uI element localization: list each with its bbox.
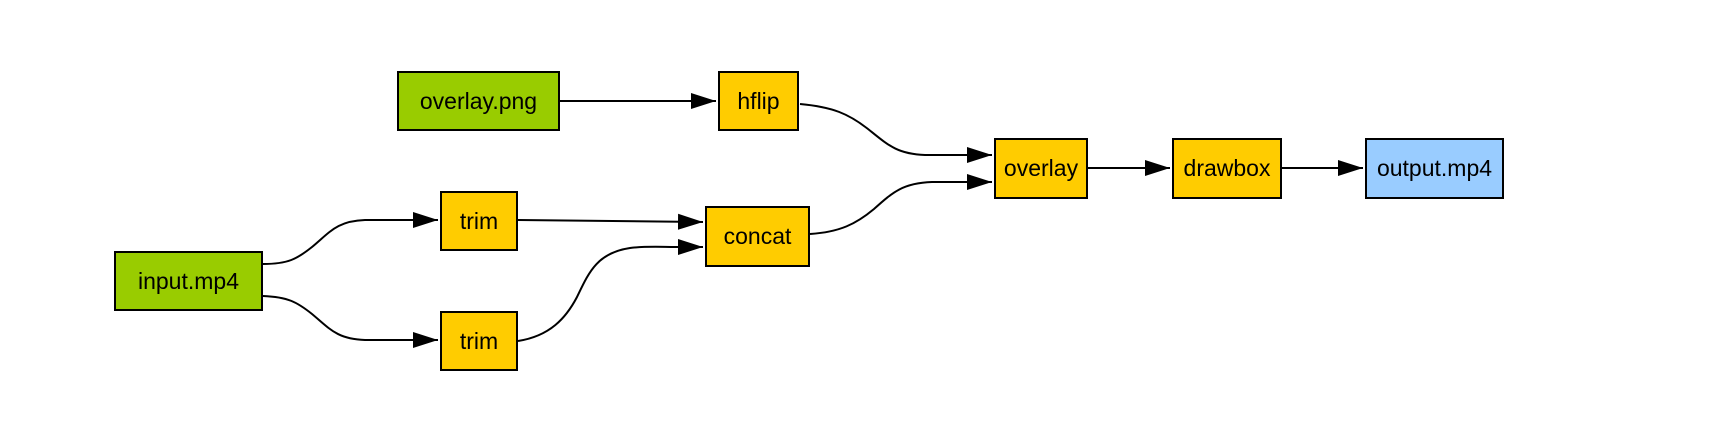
- node-hflip: hflip: [718, 71, 799, 131]
- edge-input-mp4-to-trim-2: [262, 295, 438, 348]
- node-label: concat: [723, 223, 792, 249]
- node-label: input.mp4: [137, 267, 239, 294]
- edge-trim-1-to-concat: [517, 213, 704, 230]
- node-label: output.mp4: [1376, 155, 1493, 181]
- node-label: trim: [459, 207, 499, 234]
- node-label: drawbox: [1183, 155, 1271, 181]
- node-overlay: overlay: [994, 138, 1088, 199]
- edge-hflip-to-overlay: [799, 103, 992, 163]
- node-drawbox: drawbox: [1172, 138, 1282, 199]
- node-output-mp4: output.mp4: [1365, 138, 1504, 199]
- edge-trim-2-to-concat: [517, 239, 703, 342]
- node-trim-1: trim: [440, 191, 518, 251]
- edge-concat-to-overlay: [809, 174, 992, 235]
- node-label: trim: [459, 327, 499, 354]
- node-label: overlay.png: [419, 87, 538, 114]
- node-overlay-png: overlay.png: [397, 71, 560, 131]
- node-concat: concat: [705, 206, 810, 267]
- node-input-mp4: input.mp4: [114, 251, 263, 311]
- edge-input-mp4-to-trim-1: [262, 212, 438, 265]
- node-trim-2: trim: [440, 311, 518, 371]
- node-label: hflip: [737, 87, 780, 114]
- node-label: overlay: [1003, 155, 1079, 181]
